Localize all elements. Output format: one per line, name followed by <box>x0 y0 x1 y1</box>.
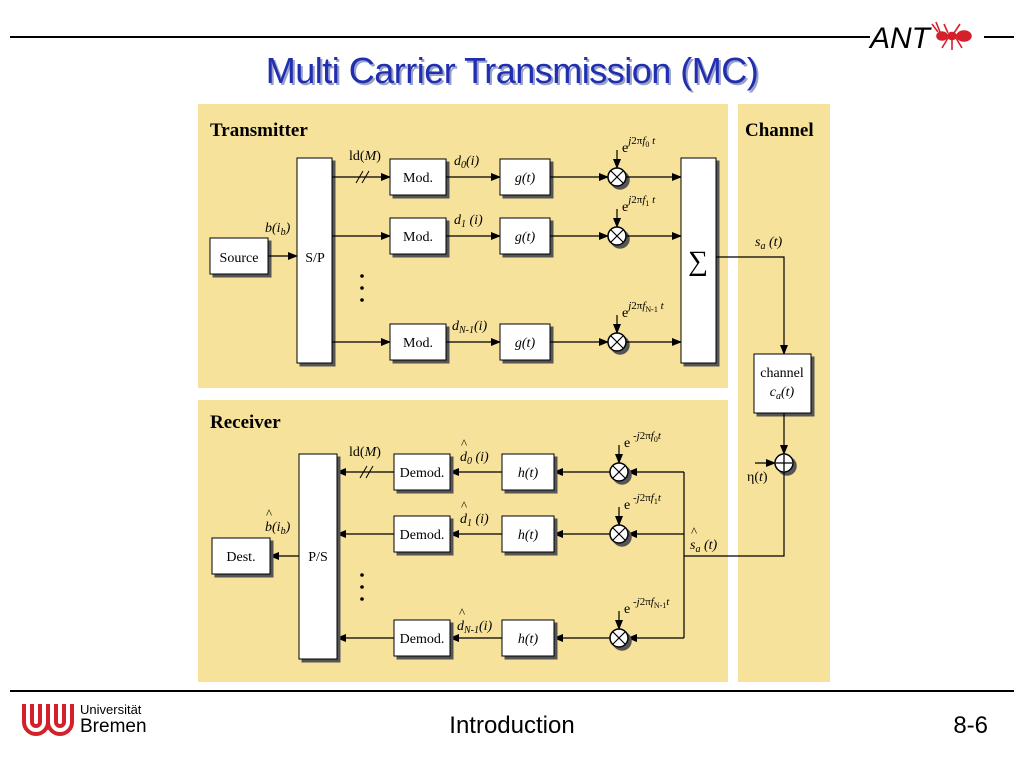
rx-filter-block-0 <box>501 453 555 491</box>
output-signal-label: b(ib) <box>265 520 291 537</box>
ps-block <box>298 453 338 660</box>
tx-filter-block-2 <box>499 323 551 361</box>
top-rule-right <box>984 36 1014 38</box>
ant-logo-text: ANT <box>868 22 933 55</box>
sp-label: S/P <box>305 251 325 266</box>
channel-block-line2: ca(t) <box>770 385 795 402</box>
footer-section-title: Introduction <box>449 712 575 739</box>
tx-mod-label-0: Mod. <box>403 171 433 186</box>
rx-filter-block-2 <box>501 619 555 657</box>
rx-demod-block-1 <box>393 515 451 553</box>
sum-to-channel-line <box>716 256 788 355</box>
rx-demod-block-0 <box>393 453 451 491</box>
dest-block <box>211 537 271 575</box>
input-signal-label: b(ib) <box>265 221 291 238</box>
adder-to-receiver-line <box>684 472 785 557</box>
rx-bus-slash-2 <box>365 465 374 479</box>
bottom-rule <box>10 690 1014 692</box>
rx-filter-label-2: h(t) <box>518 632 539 647</box>
tx-filter-label-0: g(t) <box>515 171 536 186</box>
rx-symbol-hat-0: ^ <box>461 436 467 451</box>
rx-filter-label-0: h(t) <box>518 466 539 481</box>
rx-symbol-hat-2: ^ <box>459 605 465 620</box>
rx-symbol-0: d0 (i) <box>460 450 489 467</box>
tx-branch-ellipsis <box>360 274 364 302</box>
rx-filter-label-1: h(t) <box>518 528 539 543</box>
sum-block <box>680 157 717 364</box>
rx-branch-ellipsis <box>360 573 364 601</box>
output-signal-hat: ^ <box>266 506 272 521</box>
ant-icon <box>931 21 972 50</box>
tx-mod-block-2 <box>389 323 447 361</box>
tx-filter-label-2: g(t) <box>515 336 536 351</box>
top-rule-left <box>10 36 870 38</box>
channel-block-line1: channel <box>760 366 804 381</box>
page-number: 8-6 <box>953 712 988 739</box>
rx-bus-slash-1 <box>359 465 368 479</box>
rx-demod-label-0: Demod. <box>400 466 445 481</box>
ant-logo: ANT <box>868 21 972 55</box>
rx-demod-label-1: Demod. <box>400 528 445 543</box>
rx-demod-label-2: Demod. <box>400 632 445 647</box>
source-label: Source <box>220 251 259 266</box>
sp-block <box>296 157 333 364</box>
university-name-line2: Bremen <box>80 716 147 737</box>
transmitter-label: Transmitter <box>210 120 308 141</box>
rx-signal-label: sa (t) <box>690 538 718 555</box>
tx-mod-label-2: Mod. <box>403 336 433 351</box>
tx-bit-label: ld(M) <box>349 149 381 164</box>
sum-symbol: ∑ <box>688 246 708 277</box>
ps-label: P/S <box>308 550 327 565</box>
slide-title: Multi Carrier Transmission (MC) <box>265 50 759 91</box>
tx-filter-label-1: g(t) <box>515 230 536 245</box>
university-logo-icon <box>22 704 74 736</box>
channel-label: Channel <box>745 120 814 141</box>
receiver-label: Receiver <box>210 412 281 433</box>
rx-signal-hat: ^ <box>691 524 697 539</box>
rx-symbol-hat-1: ^ <box>461 498 467 513</box>
tx-symbol-1: d1 (i) <box>454 213 483 230</box>
rx-bit-label: ld(M) <box>349 445 381 460</box>
receiver-panel <box>198 400 728 682</box>
rx-symbol-1: d1 (i) <box>460 512 489 529</box>
transmitter-panel <box>198 104 728 388</box>
channel-block <box>753 353 812 414</box>
tx-filter-block-1 <box>499 217 551 255</box>
noise-label: η(t) <box>747 470 768 485</box>
tx-mod-block-0 <box>389 158 447 196</box>
tx-filter-block-0 <box>499 158 551 196</box>
rx-demod-block-2 <box>393 619 451 657</box>
dest-label: Dest. <box>226 550 255 565</box>
tx-mod-label-1: Mod. <box>403 230 433 245</box>
tx-symbol-0: d0(i) <box>454 154 480 171</box>
tx-signal-label: sa (t) <box>755 235 783 252</box>
source-block <box>209 237 269 275</box>
university-name-line1: Universität <box>80 702 142 717</box>
